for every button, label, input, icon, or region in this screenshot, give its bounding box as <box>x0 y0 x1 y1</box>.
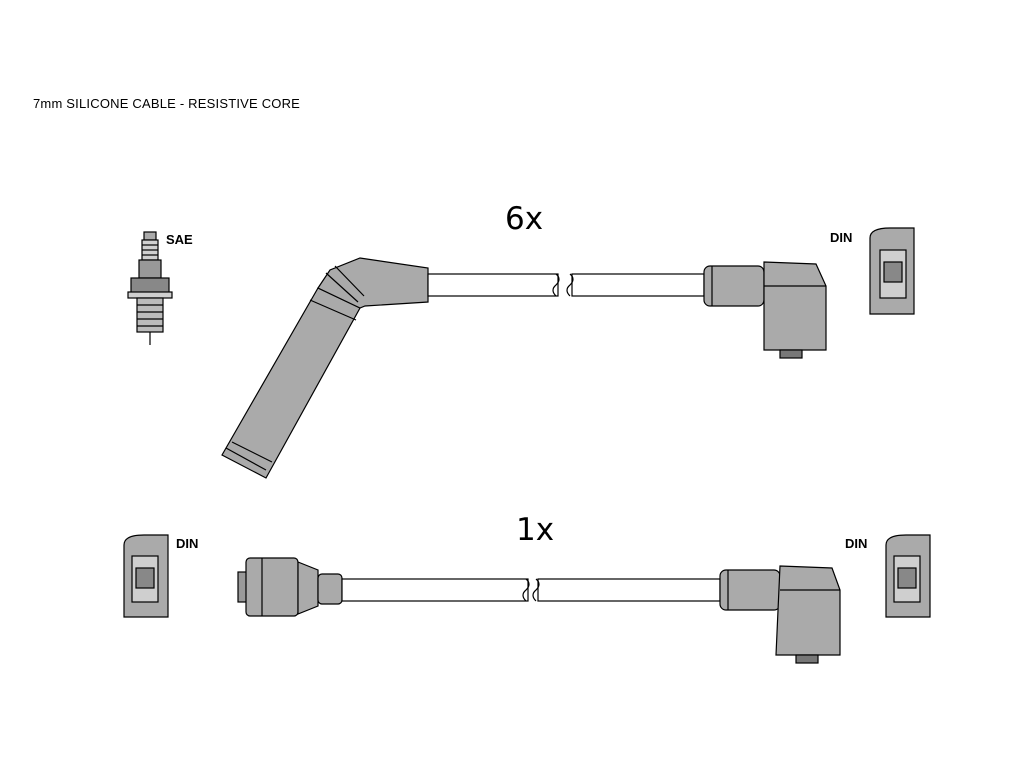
din-label-bottom-right: DIN <box>845 536 868 551</box>
din-label-top-right: DIN <box>830 230 853 245</box>
bottom-cable-coil-connector <box>237 557 343 617</box>
din-terminal-bottom-right-icon <box>885 534 931 618</box>
spark-plug-icon <box>127 231 173 345</box>
cable-title: 7mm SILICONE CABLE - RESISTIVE CORE <box>33 96 301 111</box>
top-cable-plug-boot <box>221 257 429 479</box>
din-label-bottom-left: DIN <box>176 536 199 551</box>
quantity-top-cable: 6x <box>505 201 544 237</box>
quantity-bottom-cable: 1x <box>516 512 555 548</box>
top-cable-distributor-boot <box>703 261 827 359</box>
din-terminal-bottom-left-icon <box>123 534 169 618</box>
bottom-cable-distributor-boot <box>719 565 841 664</box>
bottom-cable-wire <box>341 578 721 602</box>
sae-label: SAE <box>166 232 193 247</box>
din-terminal-top-right-icon <box>869 227 915 315</box>
top-cable-wire <box>427 273 705 297</box>
